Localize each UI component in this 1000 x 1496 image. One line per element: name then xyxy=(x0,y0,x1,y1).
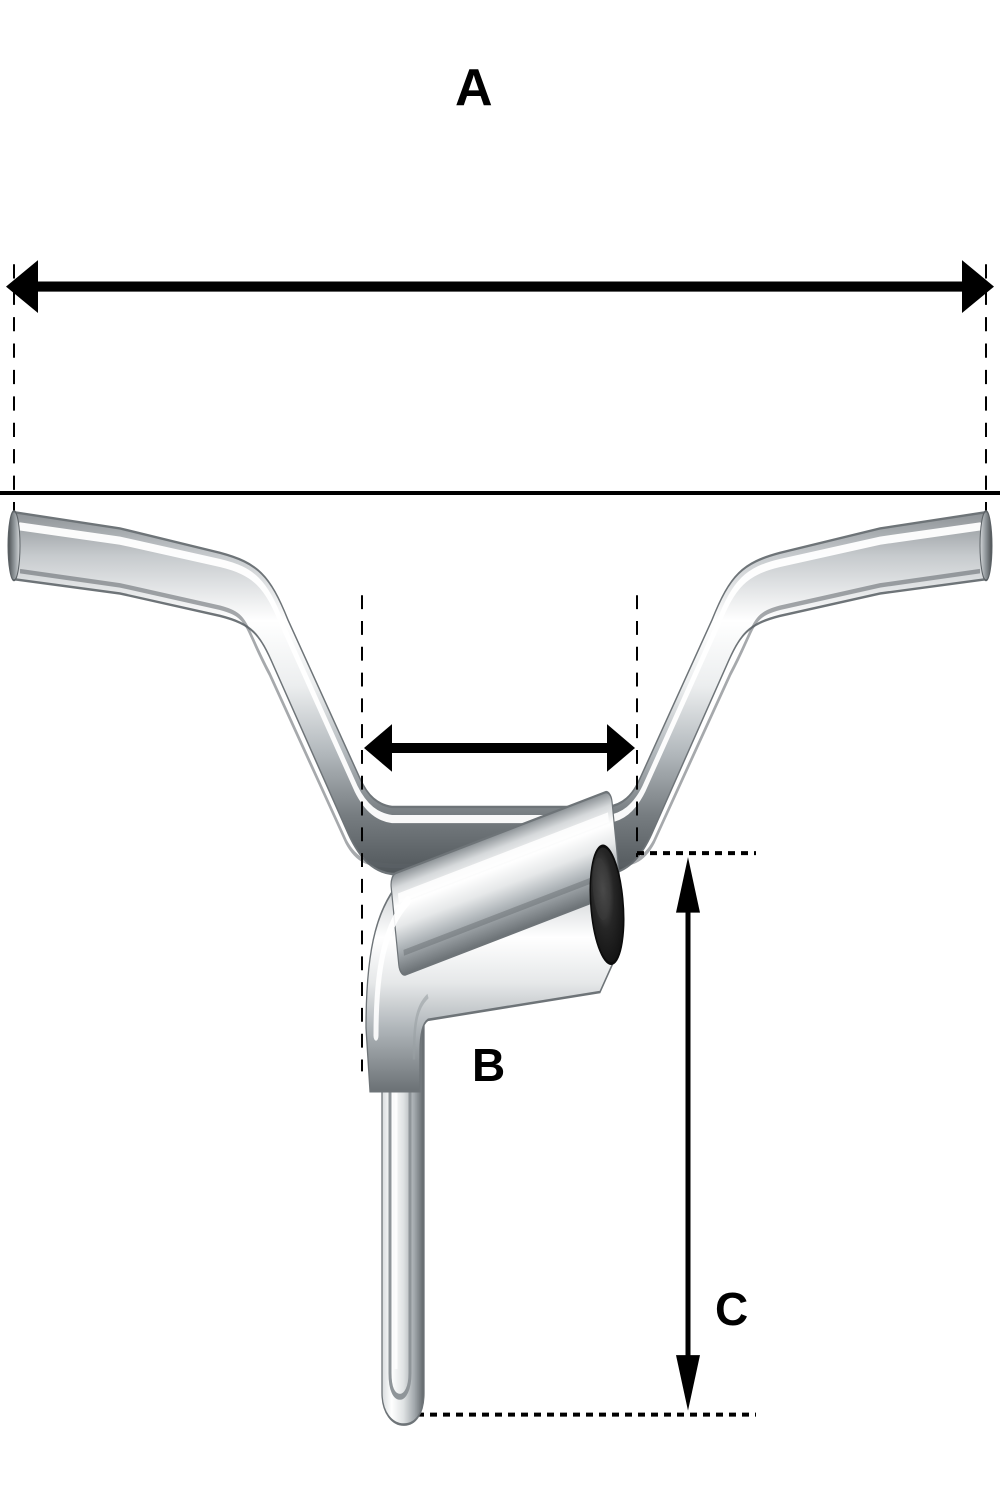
dimension-label-a: A xyxy=(455,59,494,117)
handlebar-front-view-panel: A xyxy=(0,0,1000,876)
dimension-label-c: C xyxy=(715,1283,749,1335)
side-view-graphic xyxy=(361,595,756,1426)
handlebar-side-view-panel: B C xyxy=(0,496,1000,1426)
panel-divider xyxy=(0,491,1000,495)
dimension-label-b: B xyxy=(472,1039,506,1091)
diagram-canvas: A xyxy=(0,0,1000,1426)
